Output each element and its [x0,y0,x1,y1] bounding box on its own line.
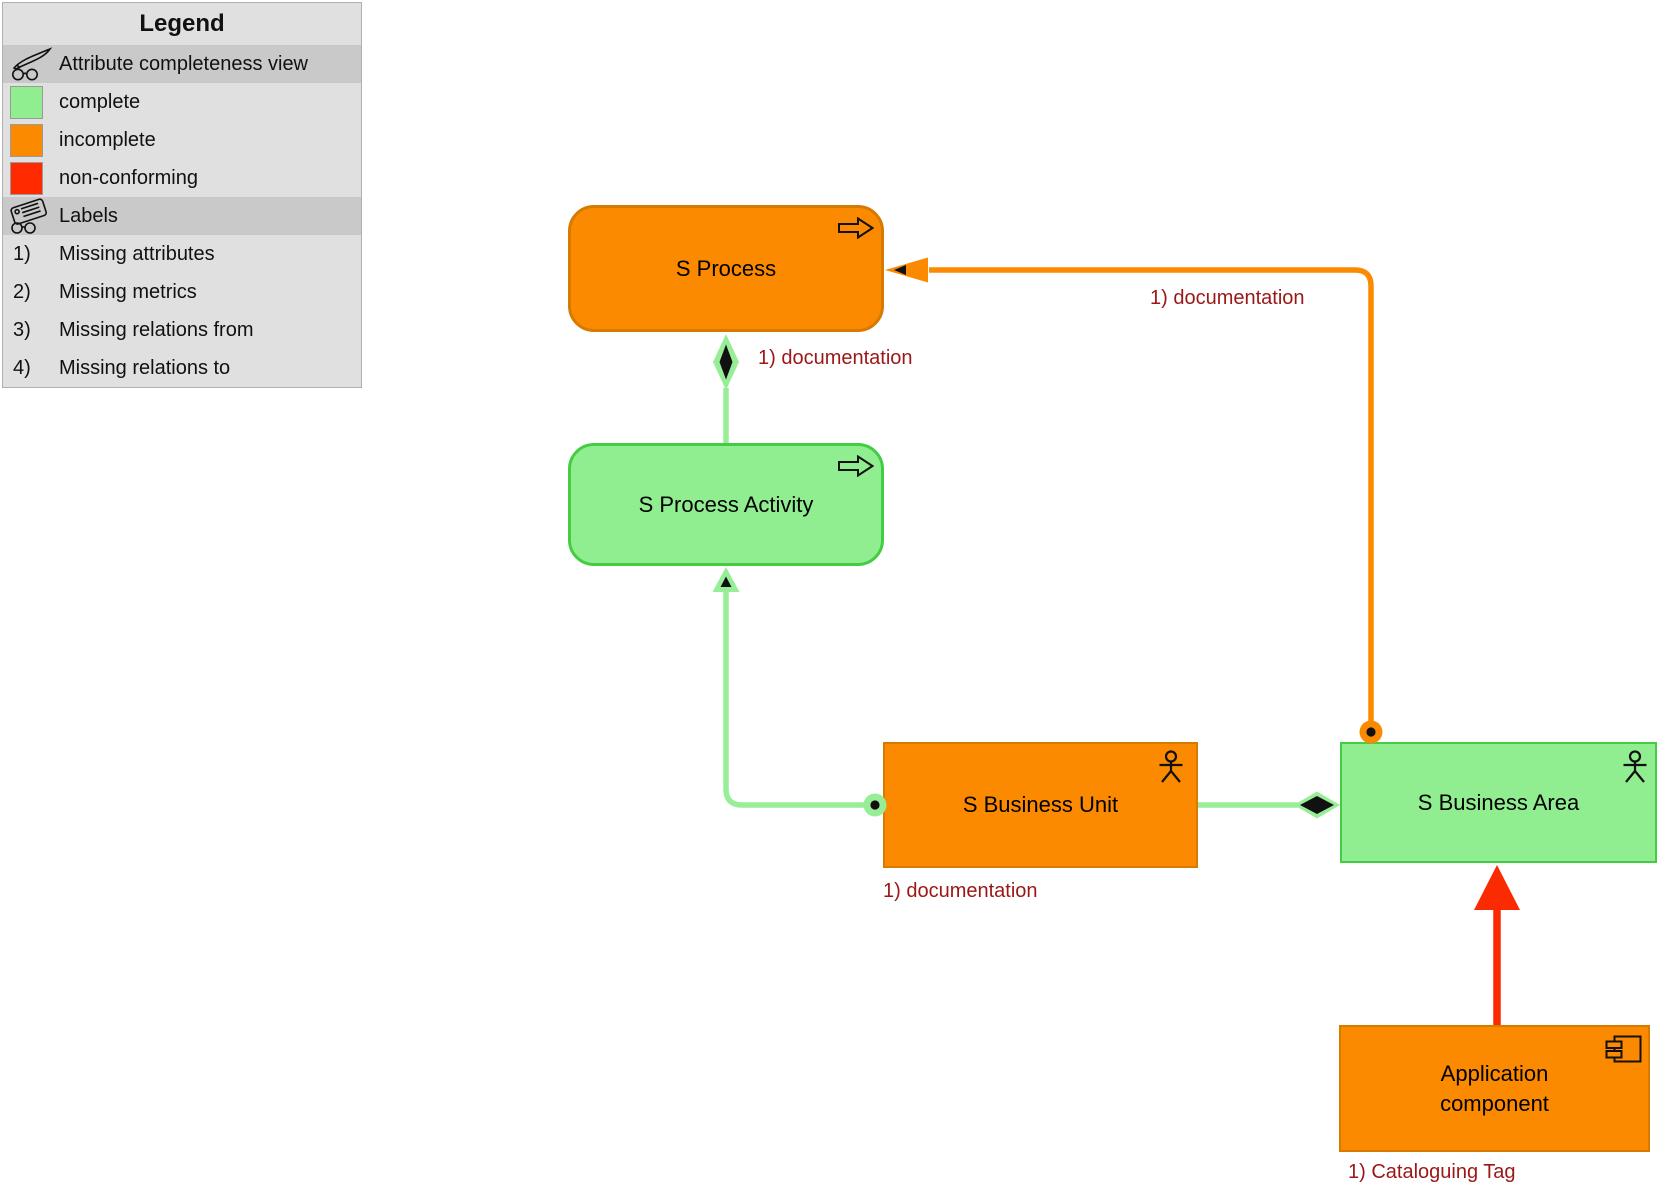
node-label: Application component [1440,1060,1549,1116]
legend-row-missing-relations-from: 3) Missing relations from [3,311,361,349]
composition-diamond-core [1300,796,1334,814]
actor-icon [1158,750,1184,784]
arrowhead [885,257,928,283]
legend-row-number: 4) [13,356,31,379]
legend-row-complete: complete [3,83,361,121]
legend-row-label: Missing attributes [59,242,215,265]
edge-violation-component-to-area[interactable] [1474,865,1520,1025]
legend-row-non-conforming: non-conforming [3,159,361,197]
process-icon [838,216,875,240]
node-application-component[interactable]: Application component [1339,1025,1650,1152]
swatch-cell [3,123,59,157]
assignment-ball-core [1366,727,1376,737]
edge-composition-unit-to-area[interactable] [1198,791,1340,819]
edge-label-business-unit: 1) documentation [883,880,1038,902]
legend-row-number: 2) [13,280,31,303]
arrowhead-core [720,576,732,587]
legend-row-missing-relations-to: 4) Missing relations to [3,349,361,387]
actor-icon [1622,750,1648,784]
legend-row-label: Attribute completeness view [59,52,309,75]
node-s-process[interactable]: S Process [568,205,884,332]
legend-row-label: Missing metrics [59,280,197,303]
edge-label-process-composition: 1) documentation [758,347,913,369]
node-s-process-activity[interactable]: S Process Activity [568,443,884,566]
edge-line[interactable] [929,267,1374,721]
node-s-business-unit[interactable]: S Business Unit [883,742,1198,868]
edge-label-application-component: 1) Cataloguing Tag [1348,1161,1516,1183]
edge-label-area-assignment: 1) documentation [1150,287,1305,309]
non-conforming-swatch [10,161,43,195]
legend-row-labels: Labels [3,197,361,235]
swatch-cell [3,85,59,119]
legend-row-label: Labels [59,204,118,227]
legend-row-missing-attributes: 1) Missing attributes [3,235,361,273]
node-label: S Business Unit [962,792,1119,818]
legend-row-label: complete [59,90,141,113]
legend-row-label: Missing relations from [59,318,254,341]
process-icon [838,454,875,478]
component-icon [1605,1035,1643,1063]
arrowhead [1474,865,1520,910]
node-label: S Business Area [1417,789,1580,815]
legend-title: Legend [139,10,225,37]
legend-row-label: non-conforming [59,166,198,189]
tag-glasses-icon [3,198,59,234]
edge-assignment-area-to-process[interactable] [885,257,1383,744]
legend-row-incomplete: incomplete [3,121,361,159]
incomplete-swatch [10,123,43,157]
legend-row-number: 1) [13,242,31,265]
edge-assignment-unit-to-activity[interactable] [712,567,887,817]
glasses-pen-icon [3,47,59,81]
swatch-cell [3,161,59,195]
legend: Legend Attribute completeness view compl… [2,2,362,388]
assignment-ball-core [870,800,880,810]
legend-row-number: 3) [13,318,31,341]
edge-line[interactable] [723,590,866,808]
node-s-business-area[interactable]: S Business Area [1340,742,1657,863]
arrowhead-core [894,265,906,275]
legend-row-attribute-completeness-view: Attribute completeness view [3,45,361,83]
legend-row-missing-metrics: 2) Missing metrics [3,273,361,311]
legend-row-label: incomplete [59,128,156,151]
composition-diamond-core [719,344,733,380]
complete-swatch [10,85,43,119]
edge-composition-activity-to-process[interactable] [713,334,739,443]
legend-row-label: Missing relations to [59,356,231,379]
node-label: S Process [675,255,777,281]
node-label: S Process Activity [638,491,814,517]
